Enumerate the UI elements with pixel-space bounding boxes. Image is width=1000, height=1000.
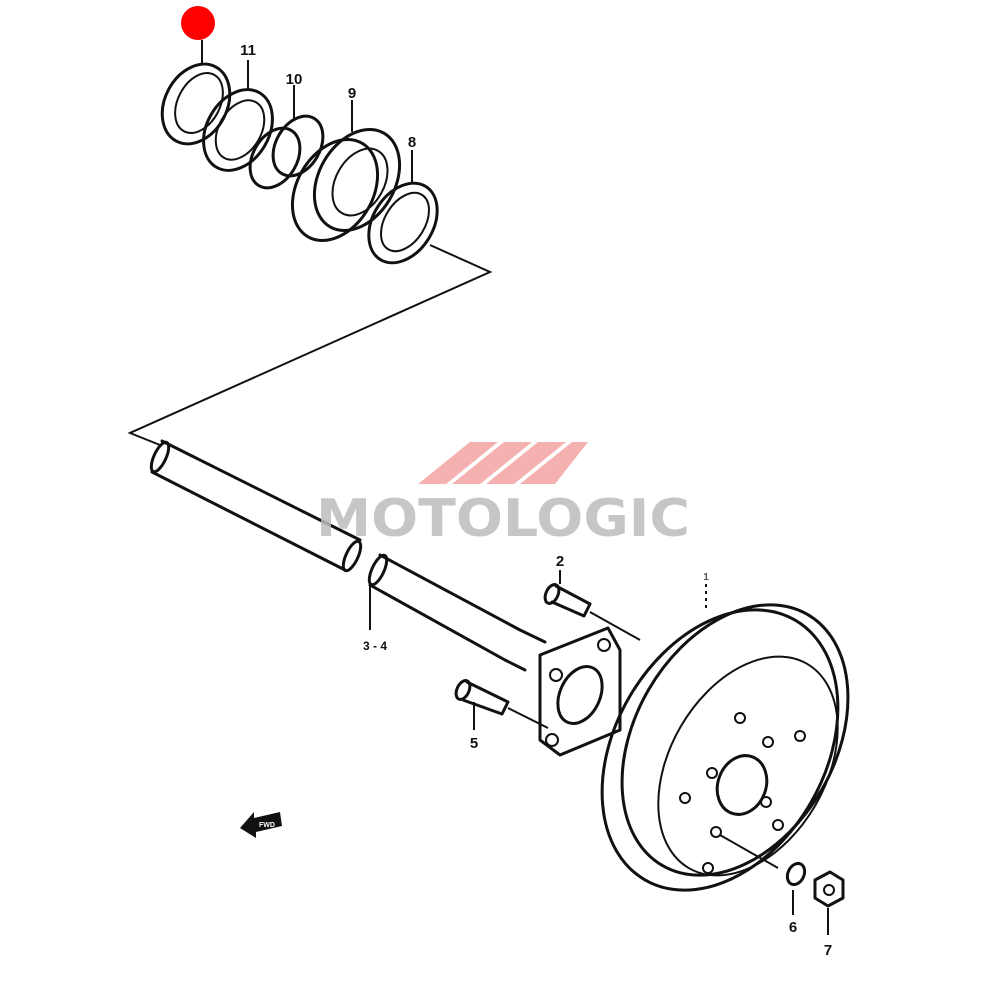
callout-1: 1 [703,572,709,583]
part-9-bearing[interactable] [275,100,417,256]
callout-2: 2 [556,553,564,570]
fwd-arrow-icon: FWD [240,812,282,838]
part-8-seal[interactable] [355,150,451,275]
axle-shaft-part[interactable] [148,439,547,672]
callout-7: 7 [824,942,832,959]
watermark-logo [418,442,588,484]
oil-seal-part[interactable] [149,52,243,155]
callout-10: 10 [286,71,303,88]
callout-5: 5 [470,735,478,752]
callout-6: 6 [789,919,797,936]
fwd-label: FWD [259,822,275,829]
callout-9: 9 [348,85,356,102]
callout-8: 8 [408,134,416,151]
watermark-text: MOTOLOGIC [316,489,690,549]
part-7-nut[interactable] [813,870,845,935]
flange-part[interactable] [538,626,622,757]
part-5-bolt[interactable] [453,678,549,730]
part-6-washer[interactable] [784,861,808,915]
part-1-brake-drum[interactable] [554,564,894,932]
highlight-marker[interactable] [181,6,215,40]
part-10-spacer[interactable] [240,85,333,197]
part-11-seal[interactable] [190,60,287,183]
callout-3-4: 3 - 4 [363,639,387,653]
callout-11: 11 [240,42,256,59]
part-2-bolt[interactable] [542,570,641,641]
